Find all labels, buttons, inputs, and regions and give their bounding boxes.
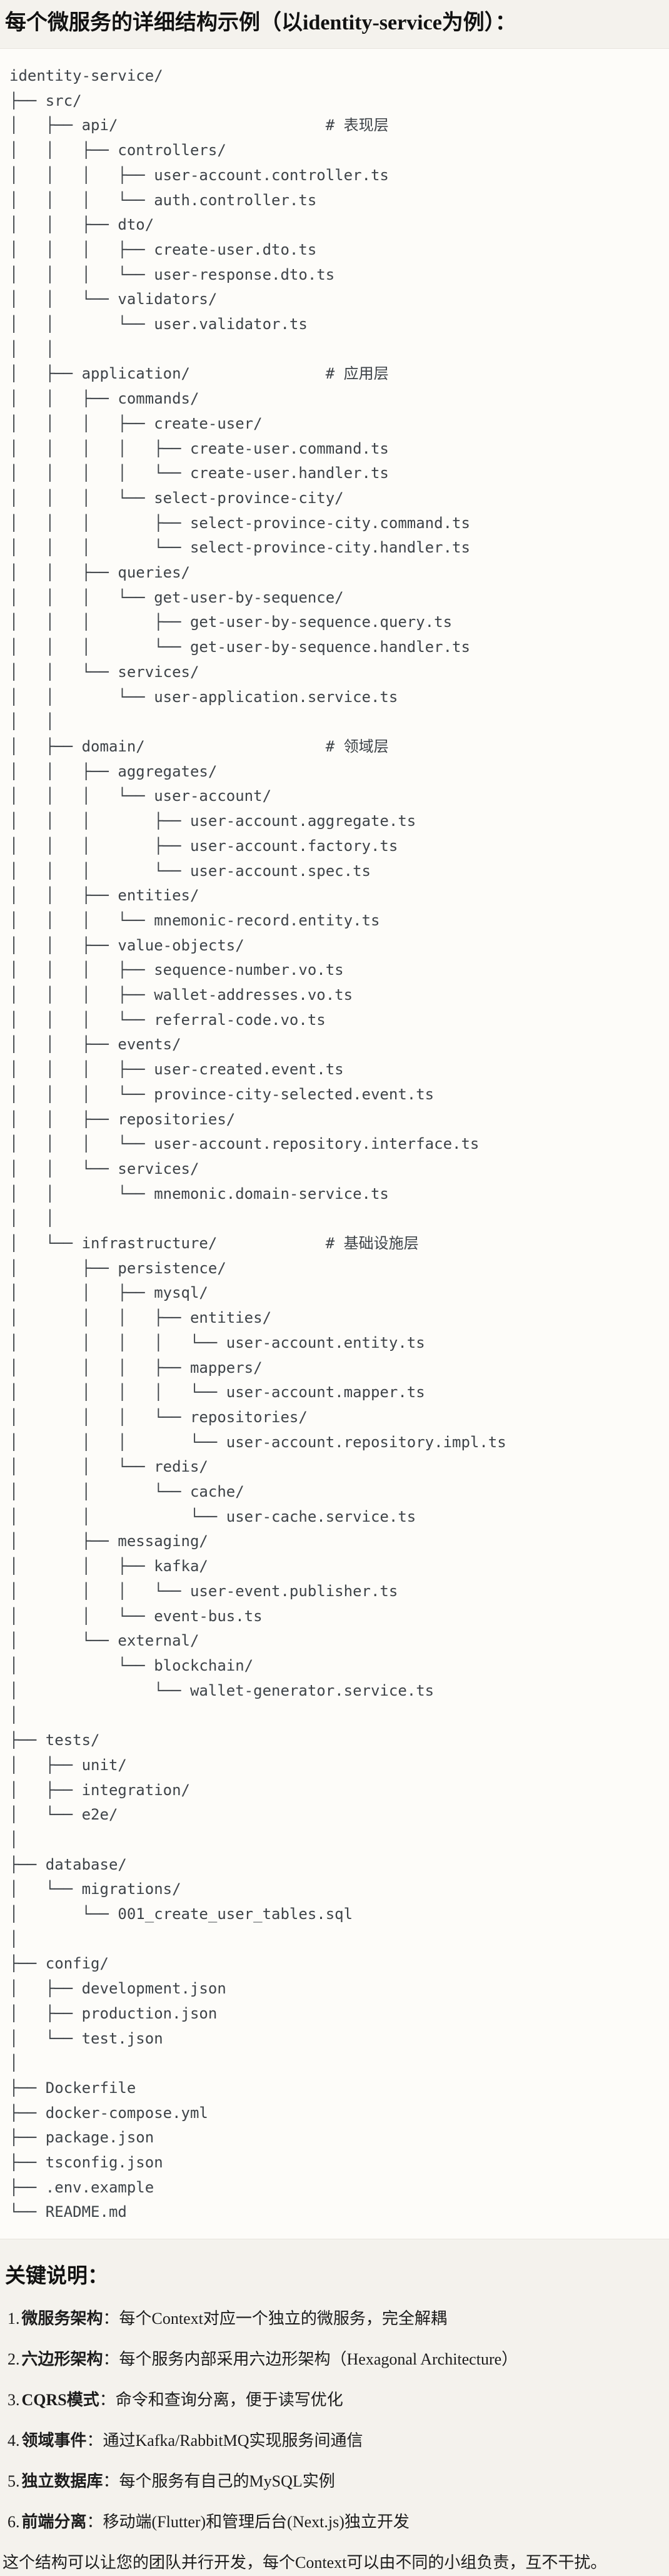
note-term: CQRS模式 <box>21 2391 99 2410</box>
closing-paragraph: 这个结构可以让您的团队并行开发，每个Context可以由不同的小组负责，互不干扰… <box>3 2553 607 2572</box>
note-description: 每个Context对应一个独立的微服务，完全解耦 <box>119 2309 447 2328</box>
directory-tree-code-block: identity-service/ ├── src/ │ ├── api/ # … <box>0 48 669 2240</box>
note-description: 每个服务内部采用六边形架构（Hexagonal Architecture） <box>119 2350 518 2369</box>
note-description: 移动端(Flutter)和管理后台(Next.js)独立开发 <box>103 2513 410 2532</box>
note-item: 6.前端分离：移动端(Flutter)和管理后台(Next.js)独立开发 <box>8 2511 664 2533</box>
note-item: 1.微服务架构：每个Context对应一个独立的微服务，完全解耦 <box>8 2308 664 2329</box>
note-term: 六边形架构 <box>21 2350 103 2369</box>
note-number: 2. <box>8 2350 20 2369</box>
note-term: 领域事件 <box>21 2431 87 2450</box>
note-term: 前端分离 <box>21 2513 87 2532</box>
note-separator: ： <box>103 2309 119 2328</box>
note-number: 5. <box>8 2472 20 2491</box>
note-number: 3. <box>8 2391 20 2410</box>
note-number: 1. <box>8 2309 20 2328</box>
note-item: 2.六边形架构：每个服务内部采用六边形架构（Hexagonal Architec… <box>8 2348 664 2370</box>
note-description: 通过Kafka/RabbitMQ实现服务间通信 <box>103 2431 363 2450</box>
note-separator: ： <box>99 2391 116 2410</box>
note-separator: ： <box>103 2472 119 2491</box>
note-term: 微服务架构 <box>21 2309 103 2328</box>
note-number: 6. <box>8 2513 20 2532</box>
note-number: 4. <box>8 2431 20 2450</box>
note-term: 独立数据库 <box>21 2472 103 2491</box>
note-description: 命令和查询分离，便于读写优化 <box>115 2391 343 2410</box>
note-separator: ： <box>86 2513 103 2532</box>
note-description: 每个服务有自己的MySQL实例 <box>119 2472 335 2491</box>
note-item: 4.领域事件：通过Kafka/RabbitMQ实现服务间通信 <box>8 2430 664 2451</box>
note-item: 3.CQRS模式：命令和查询分离，便于读写优化 <box>8 2389 664 2411</box>
notes-heading: 关键说明： <box>5 2265 108 2288</box>
page-title: 每个微服务的详细结构示例（以identity-service为例）： <box>5 11 516 34</box>
directory-tree: identity-service/ ├── src/ │ ├── api/ # … <box>9 67 506 2221</box>
note-item: 5.独立数据库：每个服务有自己的MySQL实例 <box>8 2470 664 2492</box>
note-separator: ： <box>103 2350 119 2369</box>
note-separator: ： <box>86 2431 103 2450</box>
